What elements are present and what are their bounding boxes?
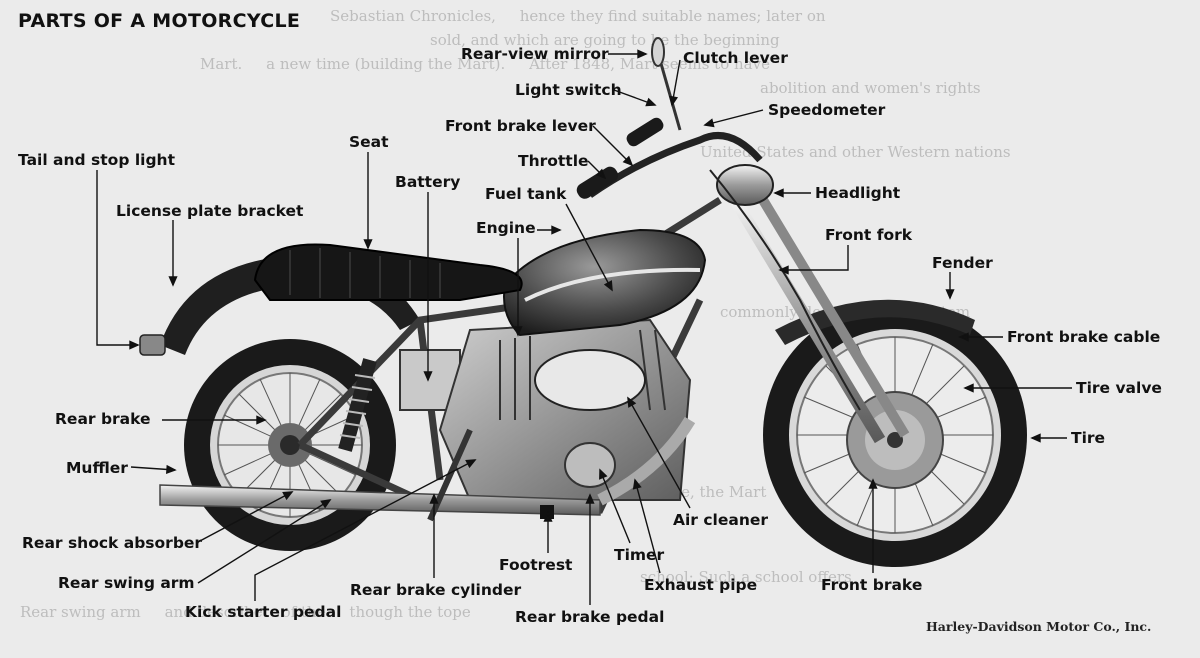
leader-kick-starter-pedal-head bbox=[465, 459, 477, 469]
leader-tail-and-stop-light-head bbox=[129, 340, 140, 350]
background-text: Sebastian Chronicles, hence they find su… bbox=[330, 7, 826, 25]
rear-shock bbox=[338, 358, 377, 452]
page-title: PARTS OF A MOTORCYCLE bbox=[18, 10, 301, 32]
label-speedometer: Speedometer bbox=[768, 101, 886, 119]
leader-front-fork bbox=[780, 245, 849, 271]
label-rear-brake-cylinder: Rear brake cylinder bbox=[350, 581, 522, 599]
exhaust-system bbox=[159, 416, 696, 516]
leader-air-cleaner-head bbox=[627, 396, 637, 408]
label-throttle: Throttle bbox=[518, 152, 589, 170]
label-rear-view-mirror: Rear-view mirror bbox=[461, 45, 609, 63]
engine-block bbox=[438, 318, 692, 501]
seat-shape bbox=[253, 243, 523, 302]
leader-timer bbox=[599, 469, 631, 544]
label-footrest: Footrest bbox=[499, 556, 573, 574]
label-tire-valve: Tire valve bbox=[1076, 379, 1162, 397]
leader-rear-brake-pedal-head bbox=[585, 493, 595, 504]
leader-rear-swing-arm bbox=[197, 499, 331, 584]
leader-exhaust-pipe-head bbox=[632, 478, 642, 490]
leader-speedometer bbox=[704, 109, 764, 126]
fuel-tank-shape bbox=[503, 228, 707, 337]
leader-rear-view-mirror-head bbox=[637, 49, 648, 59]
label-light-switch: Light switch bbox=[515, 81, 622, 99]
leader-exhaust-pipe bbox=[634, 479, 661, 574]
label-license-plate-bracket: License plate bracket bbox=[116, 202, 304, 220]
background-text: school; Such a school offers bbox=[640, 568, 852, 586]
background-text: Rear swing arm and describe of the thoug… bbox=[20, 603, 471, 621]
label-muffler: Muffler bbox=[66, 459, 128, 477]
headlight-shape bbox=[716, 164, 774, 206]
leader-air-cleaner bbox=[627, 397, 691, 509]
leader-rear-swing-arm-head bbox=[320, 499, 332, 509]
leader-tail-and-stop-light bbox=[96, 170, 138, 346]
leader-rear-brake-head bbox=[256, 415, 267, 425]
label-headlight: Headlight bbox=[815, 184, 901, 202]
leader-clutch-lever-head bbox=[669, 95, 679, 107]
label-rear-brake: Rear brake bbox=[55, 410, 151, 428]
label-rear-shock-absorber: Rear shock absorber bbox=[22, 534, 203, 552]
handlebars bbox=[576, 37, 763, 199]
leader-kick-starter-pedal bbox=[254, 459, 476, 601]
leader-headlight-head bbox=[773, 188, 784, 198]
leader-throttle-head bbox=[595, 168, 607, 180]
leader-light-switch-head bbox=[645, 97, 657, 107]
leader-front-brake-head bbox=[868, 478, 878, 489]
label-fuel-tank: Fuel tank bbox=[485, 185, 567, 203]
leader-muffler-head bbox=[166, 464, 177, 474]
background-text: sold, and which are going to be the begi… bbox=[430, 31, 780, 49]
leader-front-brake-lever bbox=[592, 125, 633, 166]
background-text: United States and other Western nations bbox=[700, 143, 1011, 161]
front-fork bbox=[729, 192, 910, 444]
credit-line: Harley-Davidson Motor Co., Inc. bbox=[926, 619, 1152, 634]
background-text: Mart. a new time (building the Mart). Af… bbox=[200, 55, 770, 73]
leader-fuel-tank-head bbox=[603, 280, 613, 292]
leader-rear-shock-absorber-head bbox=[282, 491, 294, 501]
label-clutch-lever: Clutch lever bbox=[683, 49, 788, 67]
leader-engine-right-head bbox=[551, 225, 562, 235]
label-rear-brake-pedal: Rear brake pedal bbox=[515, 608, 665, 626]
leader-fender-head bbox=[945, 289, 955, 300]
label-front-brake: Front brake bbox=[821, 576, 923, 594]
label-front-brake-lever: Front brake lever bbox=[445, 117, 596, 135]
label-front-fork: Front fork bbox=[825, 226, 913, 244]
leader-rear-brake-cylinder-head bbox=[429, 493, 439, 504]
leader-speedometer-head bbox=[703, 118, 715, 128]
leader-front-fork-head bbox=[778, 265, 789, 275]
leader-engine-down-head bbox=[513, 326, 523, 337]
label-engine: Engine bbox=[476, 219, 536, 237]
leader-timer-head bbox=[599, 468, 608, 480]
leader-front-brake-cable-head bbox=[958, 332, 969, 342]
leader-tire-head bbox=[1030, 433, 1041, 443]
label-front-brake-cable: Front brake cable bbox=[1007, 328, 1161, 346]
label-seat: Seat bbox=[349, 133, 389, 151]
leader-seat-head bbox=[363, 239, 373, 250]
label-tail-and-stop-light: Tail and stop light bbox=[18, 151, 175, 169]
leader-fuel-tank bbox=[565, 203, 613, 291]
label-timer: Timer bbox=[614, 546, 665, 564]
front-wheel bbox=[763, 303, 1027, 567]
label-kick-starter-pedal: Kick starter pedal bbox=[185, 603, 342, 621]
label-tire: Tire bbox=[1071, 429, 1106, 447]
label-fender: Fender bbox=[932, 254, 993, 272]
leader-battery-head bbox=[423, 371, 433, 382]
leader-rear-shock-absorber bbox=[197, 491, 293, 543]
leader-footrest-head bbox=[543, 511, 553, 522]
label-rear-swing-arm: Rear swing arm bbox=[58, 574, 195, 592]
label-battery: Battery bbox=[395, 173, 461, 191]
leader-tire-valve-head bbox=[963, 383, 974, 393]
label-exhaust-pipe: Exhaust pipe bbox=[644, 576, 758, 594]
leader-front-brake-lever-head bbox=[622, 155, 634, 167]
leader-license-plate-bracket-head bbox=[168, 276, 178, 287]
label-air-cleaner: Air cleaner bbox=[673, 511, 769, 529]
background-text: abolition and women's rights bbox=[760, 79, 981, 97]
